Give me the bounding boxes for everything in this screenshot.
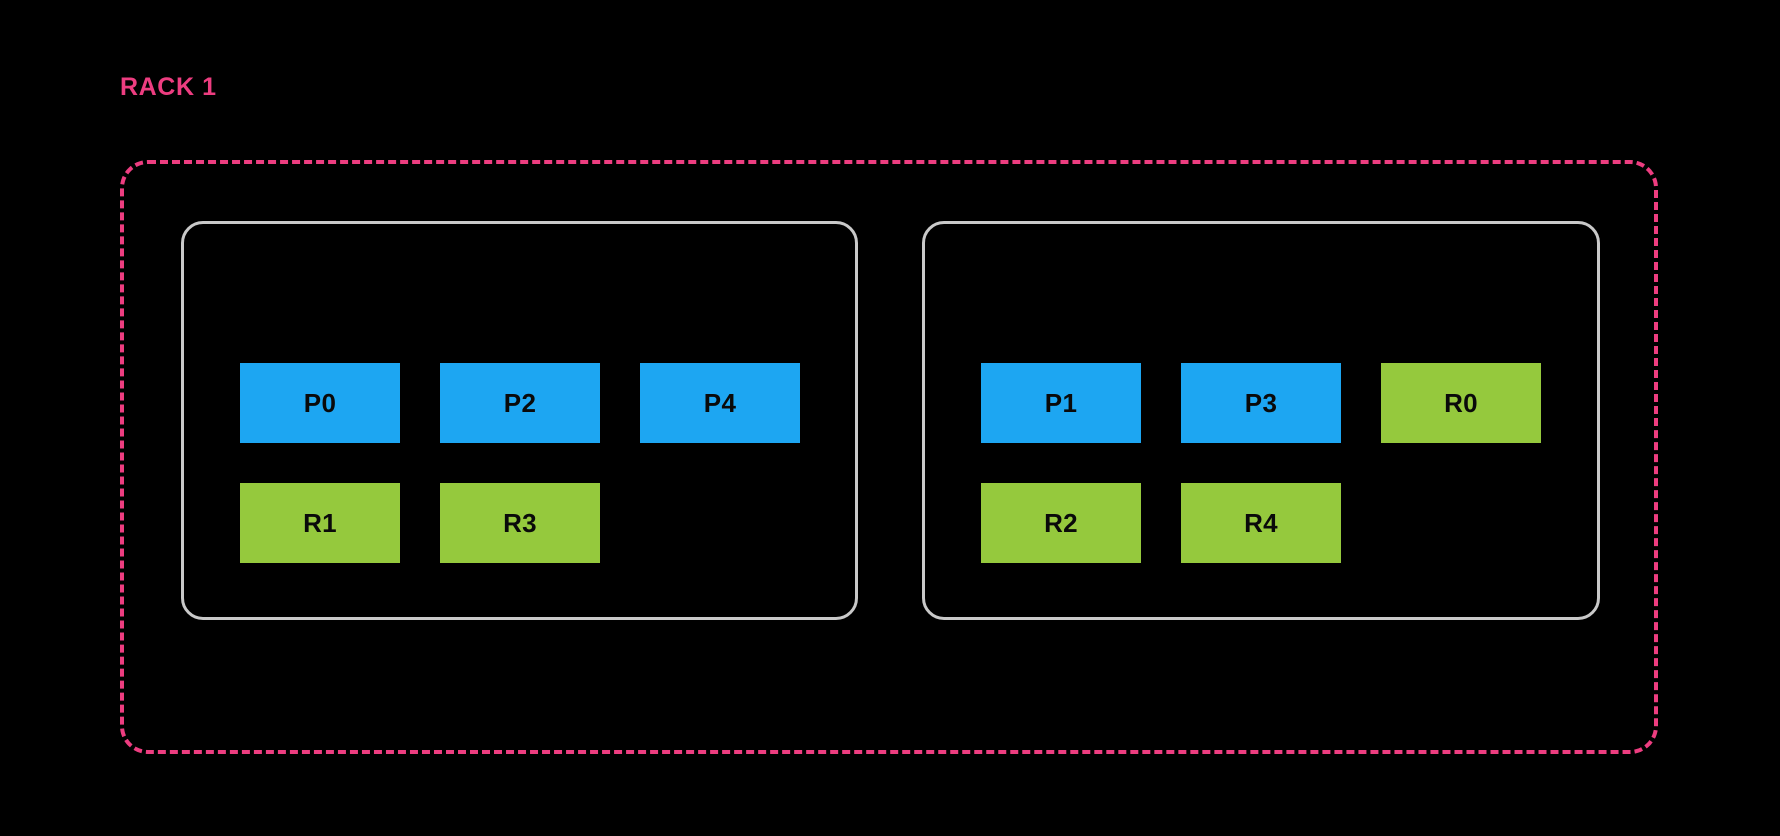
shard-box-p0[interactable]: P0	[240, 363, 400, 443]
node-right-row-primary: P1 P3 R0	[981, 363, 1541, 443]
shard-box-p4[interactable]: P4	[640, 363, 800, 443]
rack-label: RACK 1	[120, 73, 217, 101]
node-left-rows: P0 P2 P4 R1 R3	[240, 363, 800, 563]
rack-boundary	[120, 160, 1658, 754]
node-left-row-primary: P0 P2 P4	[240, 363, 800, 443]
node-right-row-replica: R2 R4	[981, 483, 1541, 563]
shard-box-r4[interactable]: R4	[1181, 483, 1341, 563]
shard-box-p3[interactable]: P3	[1181, 363, 1341, 443]
node-container-right: P1 P3 R0 R2 R4	[922, 221, 1600, 620]
node-container-left: P0 P2 P4 R1 R3	[181, 221, 858, 620]
shard-box-p1[interactable]: P1	[981, 363, 1141, 443]
node-right-rows: P1 P3 R0 R2 R4	[981, 363, 1541, 563]
shard-box-r3[interactable]: R3	[440, 483, 600, 563]
shard-box-p2[interactable]: P2	[440, 363, 600, 443]
shard-box-r0[interactable]: R0	[1381, 363, 1541, 443]
node-left-row-replica: R1 R3	[240, 483, 800, 563]
shard-box-r2[interactable]: R2	[981, 483, 1141, 563]
shard-box-r1[interactable]: R1	[240, 483, 400, 563]
